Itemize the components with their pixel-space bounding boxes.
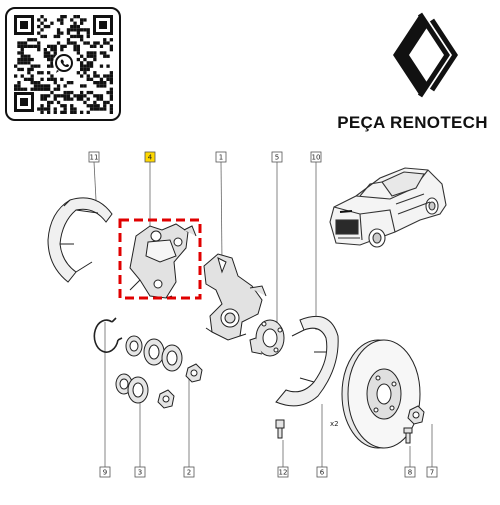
selected-part-highlight xyxy=(118,218,202,300)
callout-number: 7 xyxy=(430,469,434,477)
callout-number: 10 xyxy=(312,154,321,162)
callout-bottom-6: 6 xyxy=(316,466,328,478)
callout-number: 12 xyxy=(279,469,288,477)
leader-line xyxy=(93,161,97,201)
hub-nut xyxy=(157,363,425,425)
car-illustration xyxy=(329,167,447,248)
callout-number: 4 xyxy=(148,154,153,162)
callout-top-5: 5 xyxy=(271,151,283,163)
steering-knuckle-main xyxy=(203,253,267,341)
whatsapp-icon xyxy=(53,52,75,74)
callout-number: 5 xyxy=(275,154,279,162)
brake-disc xyxy=(341,339,421,449)
wheel-bearing-kit xyxy=(115,335,183,404)
wheel-hub xyxy=(249,319,285,357)
whatsapp-qr-code-icon xyxy=(5,7,121,121)
callout-top-1: 1 xyxy=(215,151,227,163)
callout-bottom-3: 3 xyxy=(134,466,146,478)
brake-dust-shield xyxy=(275,316,339,407)
callout-bottom-8: 8 xyxy=(404,466,416,478)
callout-bottom-2: 2 xyxy=(183,466,195,478)
leader-line xyxy=(220,161,223,263)
callout-number: 11 xyxy=(90,154,99,162)
callout-number: 1 xyxy=(219,154,223,162)
callout-number: 9 xyxy=(103,469,107,477)
callout-bottom-12: 12 xyxy=(277,466,289,478)
callout-number: 8 xyxy=(408,469,412,477)
brand-name: PEÇA RENOTECH xyxy=(337,113,488,132)
renault-logo-icon xyxy=(393,12,458,98)
circlip xyxy=(93,317,123,353)
callout-top-11: 11 xyxy=(88,151,100,163)
callout-bottom-9: 9 xyxy=(99,466,111,478)
callout-bottom-7: 7 xyxy=(426,466,438,478)
callout-top-4: 4 xyxy=(144,151,156,163)
wheel-bolt xyxy=(275,419,413,444)
callout-number: 3 xyxy=(138,469,142,477)
callout-number: 6 xyxy=(320,469,325,477)
quantity-label: x2 xyxy=(330,420,339,428)
callout-top-10: 10 xyxy=(310,151,322,163)
callout-number: 2 xyxy=(187,469,191,477)
splash-shield xyxy=(47,197,113,283)
steering-knuckle xyxy=(129,223,197,299)
